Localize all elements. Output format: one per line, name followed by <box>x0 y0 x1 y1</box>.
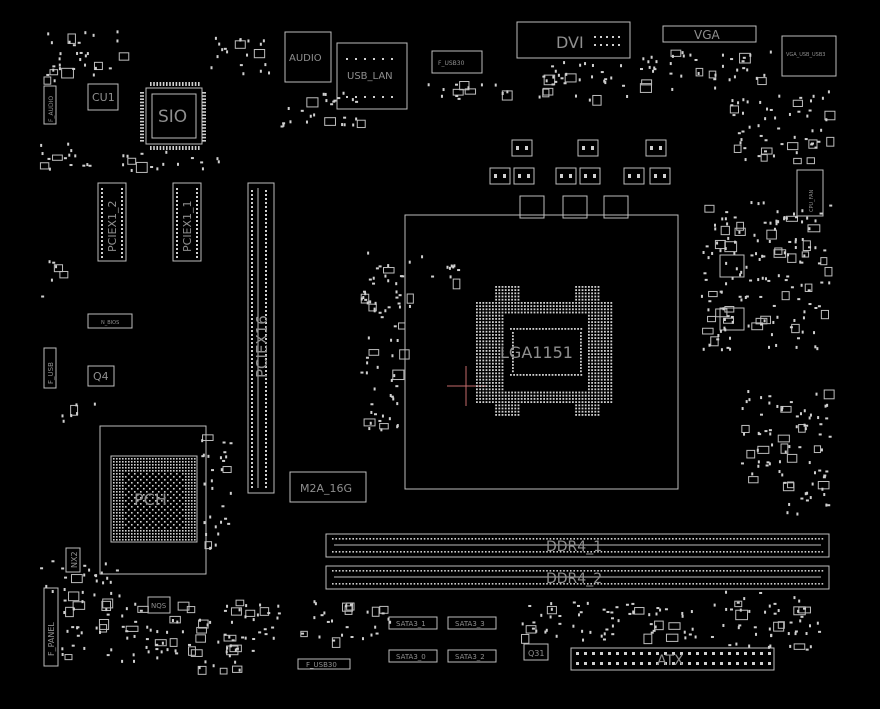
cpu-socket-label: LGA1151 <box>500 343 573 362</box>
pciex16-slot <box>247 182 275 494</box>
sata-1-label: SATA3_1 <box>396 620 426 628</box>
f-audio-label: F_AUDIO <box>48 96 55 122</box>
pciex1-2-slot <box>97 182 127 262</box>
dvi-label: DVI <box>556 33 584 52</box>
sata-2-label: SATA3_2 <box>455 653 485 661</box>
q4-chip <box>87 365 115 387</box>
audio-connector <box>284 31 332 83</box>
audio-label: AUDIO <box>289 53 322 64</box>
sata-2-connector <box>447 649 497 663</box>
q4-label: Q4 <box>93 370 109 383</box>
pad-layer <box>40 30 833 672</box>
usb-vga-usb3-header <box>781 35 837 77</box>
nx2-label: NX2 <box>70 551 79 568</box>
cu1-chip <box>87 83 119 111</box>
f-usb30-header <box>431 50 483 74</box>
n-bios-label: N_BIOS <box>101 320 119 326</box>
vga-connector <box>662 25 757 43</box>
n-bios-chip <box>87 313 133 329</box>
atx-label: ATX <box>657 653 684 669</box>
sata-3-label: SATA3_3 <box>455 620 485 628</box>
sata-0-connector <box>388 649 438 663</box>
nqs-chip <box>147 596 171 614</box>
ddr4-1-label: DDR4_1 <box>546 539 602 555</box>
cpu-fan-header <box>796 169 824 217</box>
usb-lan-connector <box>336 42 408 110</box>
q31-chip <box>523 643 549 661</box>
f-usb30-label: F_USB30 <box>438 60 465 67</box>
f-audio-header <box>43 85 57 125</box>
ddr4-1-slot <box>325 533 830 558</box>
nqs-label: NQS <box>151 602 167 610</box>
pciex1-1-label: PCIEX1_1 <box>181 200 194 252</box>
ddr4-2-label: DDR4_2 <box>546 571 602 587</box>
f-panel-label: F_PANEL <box>47 622 56 656</box>
f-usb30-bottom-header <box>297 658 351 670</box>
sio-chip-inner <box>151 93 197 139</box>
f-usb30-bottom-label: F_USB30 <box>306 661 337 669</box>
pch-outline <box>99 425 207 575</box>
f-usb-label: F_USB <box>47 362 55 384</box>
cpu-fan-label: CPU_FAN <box>809 189 815 212</box>
m2-slot <box>289 471 367 503</box>
sio-label: SIO <box>158 107 187 127</box>
vga-label: VGA <box>694 28 721 42</box>
q31-label: Q31 <box>528 649 544 658</box>
dvi-connector <box>516 21 631 59</box>
sata-3-connector <box>447 616 497 630</box>
f-panel-header <box>43 587 59 667</box>
usb-lan-label: USB_LAN <box>347 71 393 82</box>
component-layer <box>39 33 836 675</box>
pciex16-label: PCIEX16 <box>253 315 271 378</box>
sata-1-connector <box>388 616 438 630</box>
cu1-label: CU1 <box>92 91 115 104</box>
pciex1-1-slot <box>172 182 202 262</box>
usb-vga-usb3-label: VGA_USB_USB3 <box>786 52 825 58</box>
f-usb-header <box>43 347 57 389</box>
sata-0-label: SATA3_0 <box>396 653 426 661</box>
ddr4-2-slot <box>325 565 830 590</box>
pciex1-2-label: PCIEX1_2 <box>106 200 119 252</box>
cpu-socket-outline <box>404 214 679 490</box>
m2-label: M2A_16G <box>300 482 352 495</box>
pch-label: PCH <box>134 490 167 509</box>
atx-connector <box>570 647 775 671</box>
nx2-chip <box>65 547 81 573</box>
